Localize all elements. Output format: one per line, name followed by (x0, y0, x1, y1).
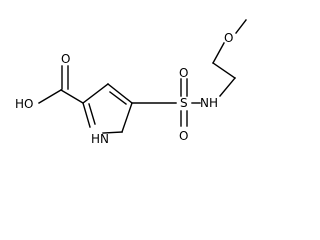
bond-ring-c3-c4-inner (109, 91, 127, 105)
sulfonyl-oxygen-bottom-label: O (179, 129, 188, 143)
ether-oxygen-label: O (224, 31, 233, 45)
bond-ch2-to-ether-oxygen (212, 42, 225, 64)
bond-ether-oxygen-to-methyl (235, 19, 247, 34)
carbonyl-oxygen-label: O (61, 52, 70, 66)
bond-ring-n1-c2-inner (88, 103, 96, 125)
hydroxyl-label: HO (15, 97, 33, 111)
bond-nitrogen-to-ch2 (219, 77, 236, 97)
chemical-structure-canvas: HO O HN S O O NH O (15, 19, 247, 146)
bond-ring-c3-c4 (107, 83, 133, 104)
bond-ring-c2-c3 (82, 83, 109, 104)
bond-ring-n1-c2 (82, 102, 91, 128)
pyrrole-nh-label: HN (91, 132, 109, 146)
bond-ring-c4-c5 (121, 102, 133, 133)
bond-ch2-ch2 (212, 62, 236, 79)
bond-hydroxyl-to-carboxyl (38, 89, 62, 104)
sulfur-label: S (180, 96, 188, 110)
structure-drawing: HO O HN S O O NH O (15, 19, 247, 146)
sulfonamide-nh-label: NH (200, 96, 218, 110)
bond-carboxyl-to-ring (60, 89, 84, 104)
sulfonyl-oxygen-top-label: O (179, 66, 188, 80)
bond-ring-c5-n1 (102, 131, 123, 134)
